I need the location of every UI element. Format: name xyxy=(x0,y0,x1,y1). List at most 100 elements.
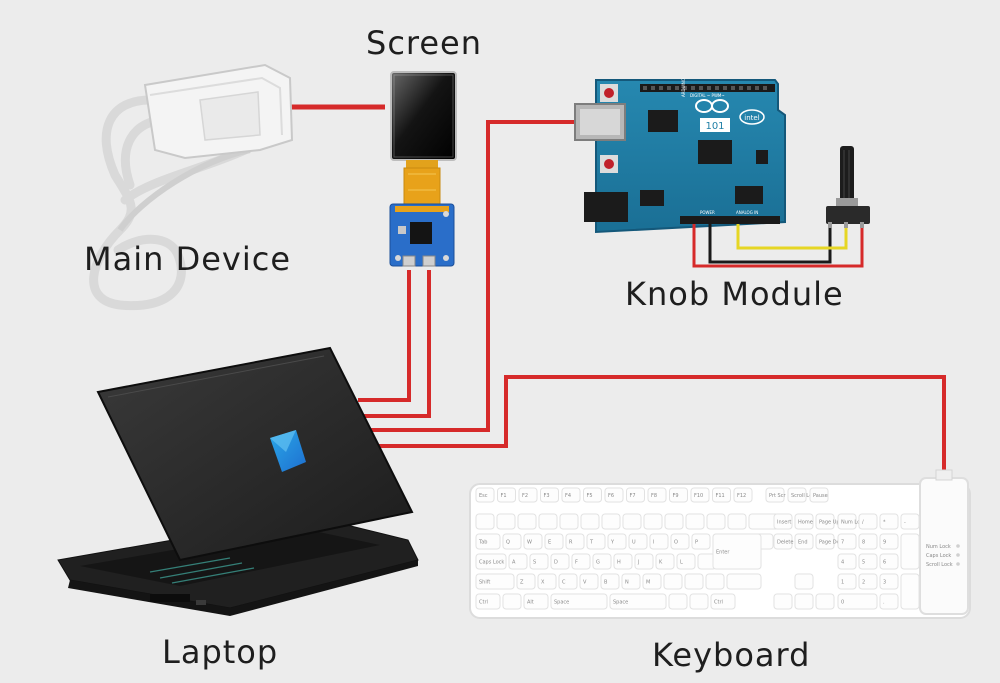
keyboard-key xyxy=(538,513,558,530)
keyboard-key: G xyxy=(592,553,612,570)
keyboard-key: D xyxy=(550,553,570,570)
keyboard-key: 9 xyxy=(879,533,899,550)
keyboard-key: Shift xyxy=(475,573,515,590)
keyboard-key: F8 xyxy=(647,487,667,503)
keyboard-key xyxy=(794,593,814,610)
keyboard-key-label: Pause xyxy=(813,493,828,499)
screen-flex-cable xyxy=(403,167,441,205)
board-main-chip xyxy=(698,140,732,164)
keyboard-key-label: Alt xyxy=(527,600,534,606)
keyboard-key-label: C xyxy=(562,580,566,586)
keyboard-key: Delete xyxy=(773,533,793,550)
keyboard-key: Caps Lock xyxy=(475,553,507,570)
keyboard-key: F5 xyxy=(583,487,602,503)
keyboard-key: F1 xyxy=(497,487,516,503)
knob-wiring xyxy=(692,222,864,268)
keyboard-key: * xyxy=(879,513,899,530)
keyboard-key: Tab xyxy=(475,533,501,550)
wire-screen-2 xyxy=(358,270,431,418)
keyboard-key-label: Home xyxy=(798,520,813,526)
keyboard-key-label: F11 xyxy=(716,493,725,499)
intel-logo-icon xyxy=(739,109,765,125)
keyboard-key-label: 9 xyxy=(883,540,886,546)
keyboard-key: H xyxy=(613,553,633,570)
keyboard-indicator-label: Caps Lock xyxy=(926,553,951,559)
keyboard-key: N xyxy=(621,573,641,590)
keyboard-key-label: Shift xyxy=(479,580,490,586)
keyboard-key-label: A xyxy=(512,560,516,566)
keyboard-key: Ctrl xyxy=(710,593,736,610)
keyboard-key: End xyxy=(794,533,814,550)
keyboard-key xyxy=(726,573,762,590)
keyboard-key: O xyxy=(670,533,690,550)
keyboard-key: Insert xyxy=(773,513,793,530)
hdmi-connector xyxy=(402,255,416,267)
keyboard-key: F3 xyxy=(540,487,559,503)
keyboard-key-label: H xyxy=(617,560,621,566)
keyboard-key: X xyxy=(537,573,557,590)
keyboard-key-label: 4 xyxy=(841,560,844,566)
keyboard-key: Z xyxy=(516,573,536,590)
arduino-board: 101 ARDUINO intel DIGITAL ~ PWM~ POWER A… xyxy=(574,78,786,234)
wire-knob-module xyxy=(362,120,576,432)
keyboard-key: . xyxy=(879,593,899,610)
keyboard-key: F4 xyxy=(561,487,581,503)
keyboard-key-label: K xyxy=(659,560,663,566)
label-main-device: Main Device xyxy=(84,240,291,278)
keyboard-key-label: M xyxy=(646,580,650,586)
keyboard-key-label: F xyxy=(575,560,578,566)
keyboard-key: Esc xyxy=(475,487,495,503)
keyboard-key: Page Down xyxy=(815,533,847,550)
keyboard-key: I xyxy=(649,533,669,550)
keyboard-key: 8 xyxy=(858,533,878,550)
keyboard-key-label: 8 xyxy=(862,540,865,546)
keyboard-key-label: 7 xyxy=(841,540,844,546)
keyboard-key-label: S xyxy=(533,560,536,566)
board-power-label: POWER xyxy=(700,210,715,215)
wire-keyboard xyxy=(368,375,946,478)
keyboard-key: T xyxy=(586,533,606,550)
screen-module xyxy=(389,71,457,267)
keyboard-key xyxy=(794,573,814,590)
keyboard-key: B xyxy=(600,573,620,590)
keyboard-key: U xyxy=(628,533,648,550)
keyboard-key-label: Delete xyxy=(777,540,793,546)
keyboard-key-label: Tab xyxy=(478,540,487,546)
keyboard-key-label: G xyxy=(596,560,600,566)
screen-display xyxy=(390,71,457,161)
keyboard-key: V xyxy=(579,573,599,590)
keyboard-key xyxy=(601,513,621,530)
main-device xyxy=(89,63,294,311)
keyboard-indicator-led xyxy=(956,553,960,557)
keyboard-key-label: F6 xyxy=(608,493,614,499)
keyboard-key: 1 xyxy=(837,573,857,590)
keyboard-key-label: Z xyxy=(520,580,524,586)
keyboard-key: F9 xyxy=(669,487,688,503)
keyboard-key-label: Space xyxy=(613,600,628,606)
keyboard-key-label: F1 xyxy=(501,493,507,499)
keyboard-key xyxy=(559,513,579,530)
keyboard-key xyxy=(502,593,522,610)
keyboard-key: Alt xyxy=(523,593,549,610)
keyboard-key: 3 xyxy=(879,573,899,590)
label-knob-module: Knob Module xyxy=(625,275,844,313)
keyboard-key-label: Ctrl xyxy=(479,600,488,606)
keyboard-key xyxy=(643,513,663,530)
keyboard-key: M xyxy=(642,573,662,590)
keyboard-key: Y xyxy=(607,533,627,550)
keyboard-indicator-led xyxy=(956,544,960,548)
laptop xyxy=(57,346,419,616)
board-power-jack xyxy=(584,192,628,222)
keyboard-key-label: Page Down xyxy=(819,540,847,546)
keyboard-key: 2 xyxy=(858,573,878,590)
keyboard-key-label: F2 xyxy=(522,493,528,499)
keyboard-key: S xyxy=(529,553,549,570)
keyboard-key: F xyxy=(571,553,591,570)
keyboard-key: K xyxy=(655,553,675,570)
keyboard-key-label: Enter xyxy=(716,550,730,556)
keyboard-key-label: F9 xyxy=(673,493,679,499)
keyboard-key: J xyxy=(634,553,654,570)
keyboard-key-label: N xyxy=(625,580,629,586)
laptop-logo-icon xyxy=(270,430,306,472)
